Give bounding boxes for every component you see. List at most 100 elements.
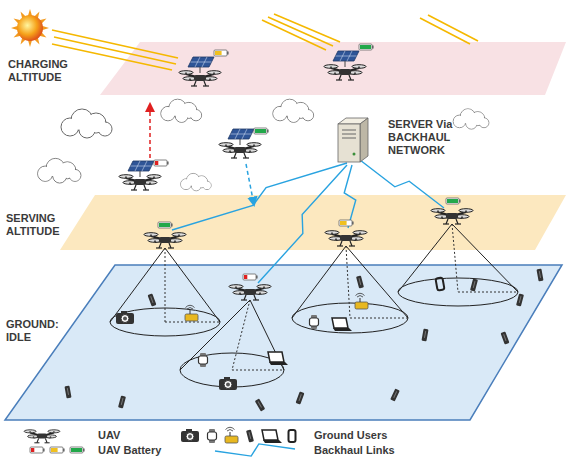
battery-charge bbox=[215, 51, 222, 55]
battery-case bbox=[158, 222, 171, 228]
phone-body bbox=[516, 294, 524, 307]
uav-rotor-shaft bbox=[154, 241, 156, 243]
uav-rotor-shaft bbox=[437, 211, 439, 213]
sensor-user bbox=[355, 293, 368, 309]
battery-charge bbox=[31, 448, 34, 452]
uav-skid bbox=[131, 189, 137, 190]
uav-skid bbox=[348, 79, 354, 80]
tablet-user bbox=[436, 277, 445, 290]
uav-rotor-shaft bbox=[235, 287, 237, 289]
cloud-fill bbox=[203, 182, 210, 189]
server-slot bbox=[342, 134, 356, 135]
cloud bbox=[38, 158, 81, 183]
uav-rotor-shaft bbox=[213, 73, 215, 75]
sensor-wave bbox=[226, 427, 235, 431]
radius-line bbox=[165, 322, 220, 323]
battery-charge bbox=[155, 161, 158, 165]
cloud bbox=[453, 109, 489, 129]
legend-text: UAV bbox=[98, 429, 120, 442]
uav-rotor-shaft bbox=[461, 217, 463, 219]
uav-rotor bbox=[247, 143, 261, 147]
uav-icon bbox=[431, 209, 473, 224]
phone-screen bbox=[394, 391, 397, 397]
uav-rotor-shaft bbox=[189, 79, 191, 81]
uav-rotor-shaft bbox=[178, 235, 180, 237]
uav-leg bbox=[254, 295, 256, 300]
sensor-antenna bbox=[190, 310, 191, 314]
ascend-arrow bbox=[149, 104, 151, 158]
uav-rotor-shaft bbox=[359, 233, 361, 235]
uav-icon bbox=[119, 175, 161, 190]
camera-user bbox=[219, 377, 237, 390]
cloud-fill bbox=[80, 123, 94, 137]
radius-line bbox=[232, 370, 284, 371]
battery-terminal bbox=[167, 162, 169, 165]
uav-icon bbox=[324, 65, 366, 80]
sensor-wave bbox=[356, 293, 365, 297]
backhaul-link bbox=[258, 165, 347, 283]
radius-line bbox=[458, 292, 518, 293]
phone-screen bbox=[519, 296, 521, 303]
uav-rotor bbox=[257, 285, 271, 289]
uav-leg bbox=[339, 75, 341, 80]
phone-screen bbox=[359, 278, 361, 285]
tablet-user bbox=[289, 430, 296, 442]
uav-skid bbox=[203, 85, 209, 86]
uav-rotor-shaft bbox=[225, 145, 227, 147]
phone-screen bbox=[67, 388, 68, 395]
uav-rotor-shaft bbox=[149, 183, 151, 185]
camera-lens bbox=[121, 315, 129, 323]
camera-user bbox=[116, 311, 134, 324]
uav-body bbox=[194, 75, 206, 81]
phone-body bbox=[255, 399, 265, 412]
uav-rotor-shaft bbox=[209, 79, 211, 81]
uav-body bbox=[134, 179, 146, 185]
battery-charge bbox=[340, 221, 347, 225]
uav-body bbox=[339, 69, 351, 75]
uav-leg bbox=[340, 241, 342, 246]
uav-leg bbox=[234, 153, 236, 158]
legend-text: Ground Users bbox=[314, 429, 387, 442]
coverage-cone bbox=[346, 246, 408, 318]
uav-rotor-shaft bbox=[335, 239, 337, 241]
battery-charge bbox=[244, 275, 247, 279]
sun-ray-line bbox=[262, 20, 326, 50]
uav-rotor-shaft bbox=[334, 73, 336, 75]
panel-face bbox=[128, 161, 154, 171]
uav-rotor bbox=[207, 71, 221, 75]
uav-rotor bbox=[179, 71, 193, 75]
uav-leg bbox=[456, 219, 458, 224]
watch-face bbox=[310, 318, 319, 326]
uav-rotor-shaft bbox=[153, 177, 155, 179]
panel-mast bbox=[240, 139, 241, 145]
uav-icon bbox=[24, 430, 60, 443]
phone-user bbox=[536, 269, 543, 282]
cloud-fill bbox=[54, 170, 66, 182]
uav-body bbox=[37, 433, 47, 438]
phone-screen bbox=[504, 334, 506, 341]
panel-mast bbox=[345, 61, 346, 67]
tablet-body bbox=[289, 430, 296, 442]
phone-user bbox=[421, 329, 428, 342]
battery-icon bbox=[158, 222, 173, 228]
server-led bbox=[353, 153, 356, 156]
altitude-line bbox=[452, 224, 458, 292]
uav-leg bbox=[350, 241, 352, 246]
backhaul-link bbox=[172, 163, 347, 230]
region-label: CHARGING ALTITUDE bbox=[8, 58, 82, 84]
battery-case bbox=[243, 274, 256, 280]
battery-terminal bbox=[267, 130, 269, 133]
phone-user bbox=[356, 276, 364, 289]
coverage-ellipse bbox=[292, 303, 408, 333]
panel-face bbox=[228, 129, 254, 139]
uav-rotor bbox=[324, 65, 338, 69]
phone-body bbox=[356, 276, 364, 289]
ground-plane bbox=[5, 265, 562, 420]
camera-body bbox=[181, 431, 199, 442]
battery-terminal bbox=[256, 276, 258, 279]
panel-mast bbox=[200, 67, 201, 73]
phone-user bbox=[516, 294, 524, 307]
cloud-fill bbox=[70, 170, 81, 181]
laptop-user bbox=[262, 430, 282, 443]
